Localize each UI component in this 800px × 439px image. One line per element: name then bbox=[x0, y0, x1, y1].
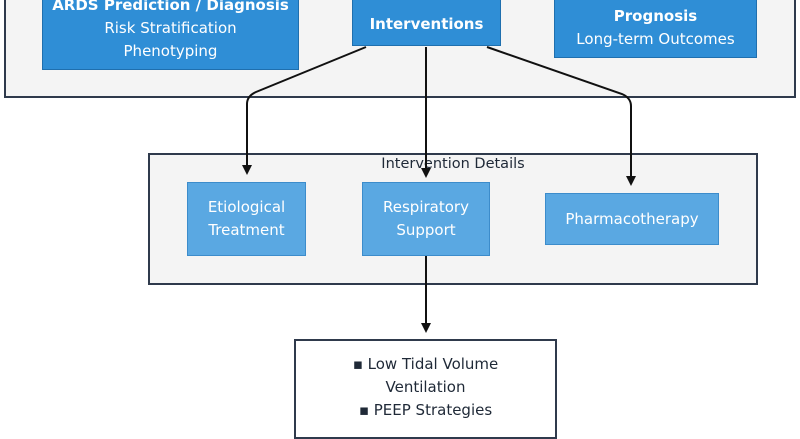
detail-item-2: Ventilation bbox=[385, 378, 466, 396]
respiratory-line1: Respiratory bbox=[383, 198, 469, 216]
long-term-outcomes-label: Long-term Outcomes bbox=[576, 30, 735, 48]
pharmacotherapy-node: Pharmacotherapy bbox=[545, 193, 719, 245]
etiological-treatment-node: Etiological Treatment bbox=[187, 182, 306, 256]
ards-prediction-node: ARDS Prediction / Diagnosis Risk Stratif… bbox=[42, 0, 299, 70]
detail-item-3: ▪ PEEP Strategies bbox=[358, 401, 493, 419]
pharmacotherapy-label: Pharmacotherapy bbox=[565, 209, 699, 228]
respiratory-line2: Support bbox=[396, 221, 456, 239]
interventions-node: Interventions bbox=[352, 0, 501, 46]
intervention-details-label: Intervention Details bbox=[381, 156, 525, 172]
interventions-title: Interventions bbox=[369, 14, 484, 33]
etiological-line2: Treatment bbox=[208, 221, 285, 239]
edge-interventions-to-etiological bbox=[242, 46, 367, 175]
detail-item-1: ▪ Low Tidal Volume bbox=[352, 355, 499, 373]
prognosis-node: Prognosis Long-term Outcomes bbox=[554, 0, 757, 58]
diagram-edges bbox=[242, 46, 636, 333]
phenotyping-label: Phenotyping bbox=[123, 41, 218, 60]
respiratory-support-node: Respiratory Support bbox=[362, 182, 490, 256]
prognosis-title: Prognosis bbox=[613, 7, 698, 25]
edge-interventions-to-pharmacotherapy bbox=[486, 46, 636, 186]
risk-stratification-label: Risk Stratification bbox=[104, 18, 237, 37]
ards-prediction-title: ARDS Prediction / Diagnosis bbox=[52, 0, 289, 14]
etiological-line1: Etiological bbox=[207, 198, 286, 216]
